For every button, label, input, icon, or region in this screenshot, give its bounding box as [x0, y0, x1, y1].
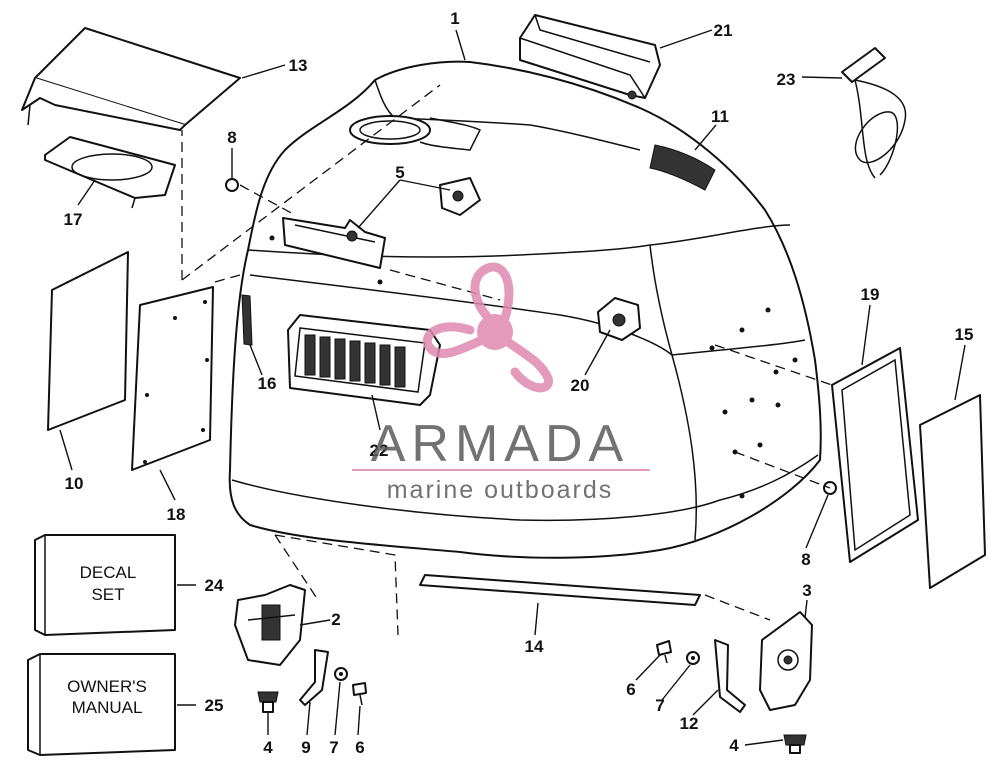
foam-patch-11 — [649, 144, 716, 191]
cable-23 — [841, 47, 907, 179]
leader-lines — [59, 29, 966, 746]
sheet-10 — [47, 251, 129, 431]
callout-11: 11 — [711, 107, 729, 126]
decal-box-line1: DECAL — [80, 563, 137, 582]
panel-18 — [131, 286, 214, 471]
callout-25: 25 — [205, 696, 224, 715]
callout-6-right: 6 — [626, 680, 635, 699]
callout-1: 1 — [450, 9, 459, 28]
manual-box-line1: OWNER'S — [67, 677, 147, 696]
callout-14: 14 — [525, 637, 544, 656]
armada-watermark: ARMADA marine outboards — [352, 262, 650, 504]
sheet-15 — [919, 394, 986, 589]
small-parts — [225, 178, 837, 754]
gasket-17 — [44, 136, 176, 209]
callout-numbers: 1 2 3 4 4 5 6 6 7 7 8 8 9 10 11 12 13 14… — [64, 9, 974, 757]
callout-7-right: 7 — [655, 696, 664, 715]
frame-19 — [831, 347, 919, 563]
grommet-20 — [597, 297, 641, 341]
callout-22: 22 — [370, 441, 389, 460]
watermark-brand: ARMADA — [371, 415, 629, 473]
callout-15: 15 — [955, 325, 974, 344]
decal-set-box: DECAL SET — [34, 534, 176, 636]
engine-cover — [228, 60, 822, 559]
callout-3: 3 — [802, 581, 811, 600]
callout-8-top: 8 — [227, 128, 236, 147]
watermark-tagline: marine outboards — [387, 476, 614, 504]
bracket-3 — [759, 611, 813, 711]
manual-box-line2: MANUAL — [72, 698, 143, 717]
callout-23: 23 — [777, 70, 796, 89]
callout-7-left: 7 — [329, 738, 338, 757]
callout-9: 9 — [301, 738, 310, 757]
callout-6-left: 6 — [355, 738, 364, 757]
propeller-logo-icon — [422, 262, 553, 393]
top-vent-21 — [519, 14, 661, 100]
callout-4-left: 4 — [263, 738, 273, 757]
callout-24: 24 — [205, 576, 224, 595]
flap-13 — [21, 27, 241, 131]
callout-13: 13 — [289, 56, 308, 75]
bolt-holes — [269, 235, 798, 499]
callout-21: 21 — [714, 21, 733, 40]
decal-box-line2: SET — [91, 585, 124, 604]
callout-12: 12 — [680, 714, 699, 733]
callout-18: 18 — [167, 505, 186, 524]
foam-strip-16 — [241, 294, 253, 346]
callout-4-right: 4 — [729, 736, 739, 755]
bracket-2 — [234, 584, 306, 666]
callout-5: 5 — [395, 163, 404, 182]
callout-20: 20 — [571, 376, 590, 395]
owners-manual-box: OWNER'S MANUAL — [27, 653, 176, 756]
callout-2: 2 — [331, 610, 340, 629]
callout-8-right: 8 — [801, 550, 810, 569]
trim-strip-14 — [419, 574, 701, 606]
assembly-lines — [181, 84, 833, 636]
callout-10: 10 — [65, 474, 84, 493]
callout-16: 16 — [258, 374, 277, 393]
vent-grille-22 — [287, 314, 441, 406]
callout-17: 17 — [64, 210, 83, 229]
callout-19: 19 — [861, 285, 880, 304]
latch-plate — [282, 177, 481, 269]
